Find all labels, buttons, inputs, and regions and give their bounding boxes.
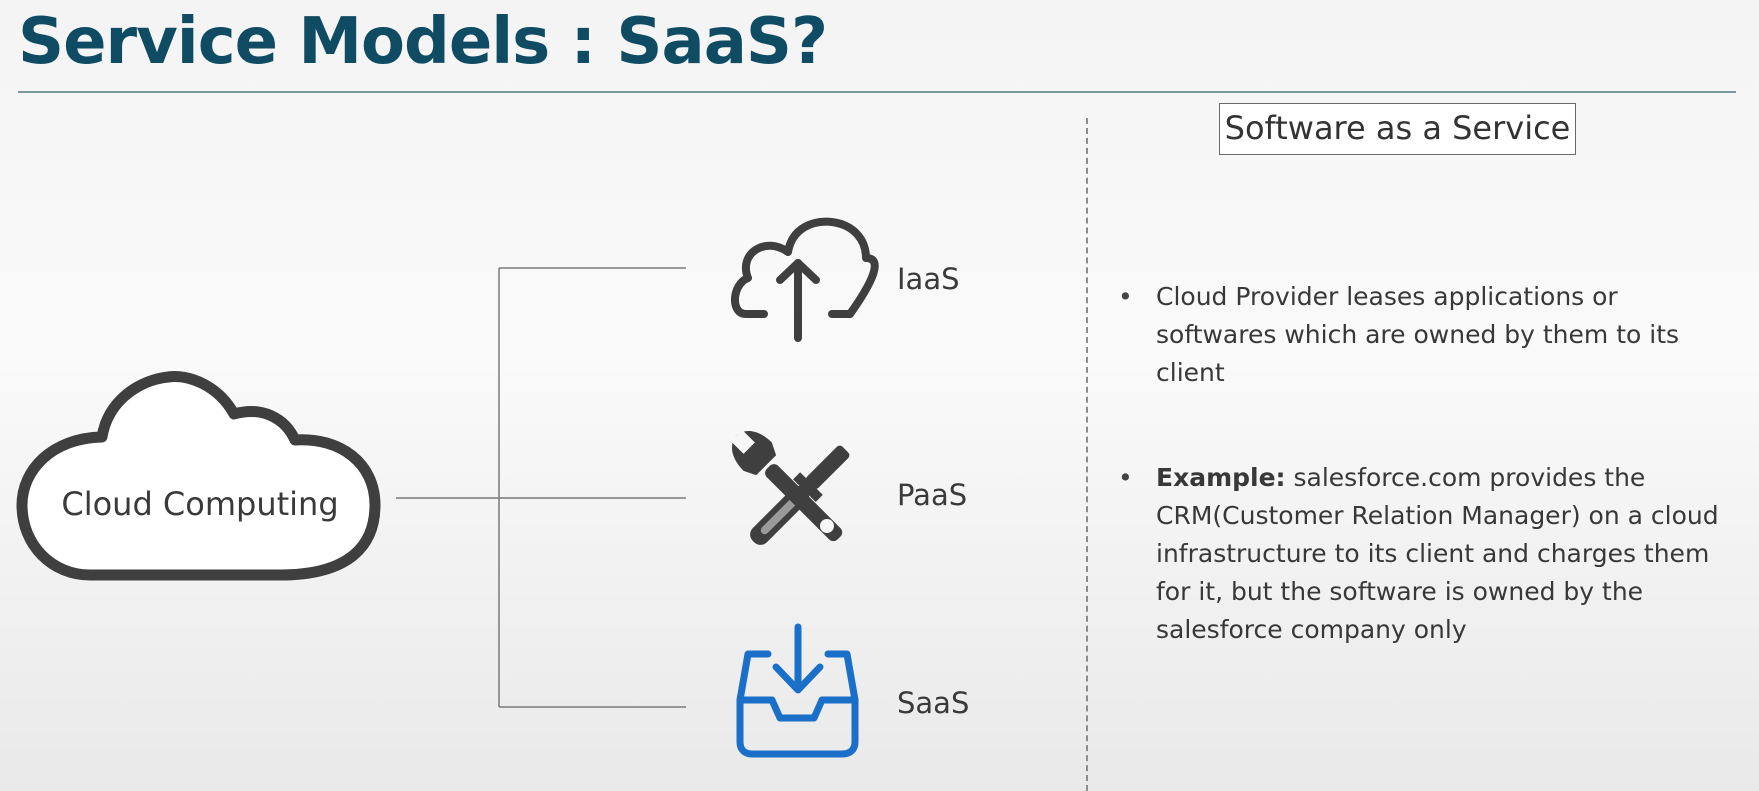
model-label-paas: PaaS <box>897 478 968 512</box>
model-label-iaas: IaaS <box>897 262 960 296</box>
bullet-text: salesforce.com provides the CRM(Customer… <box>1156 463 1719 644</box>
panel-heading: Software as a Service <box>1219 103 1576 155</box>
inbox-download-icon <box>736 623 859 758</box>
diagram-canvas <box>16 217 879 758</box>
cloud-upload-icon <box>731 217 879 342</box>
panel-divider <box>1086 118 1088 791</box>
connector-lines <box>396 267 686 708</box>
bullet-item: Cloud Provider leases applications or so… <box>1116 278 1726 392</box>
cloud-outline-icon <box>16 371 381 581</box>
cloud-computing-label: Cloud Computing <box>61 485 339 523</box>
title-underline <box>18 91 1736 93</box>
bullet-lead: Example: <box>1156 463 1286 492</box>
tools-wrench-screwdriver-icon <box>730 429 850 545</box>
bullet-text: Cloud Provider leases applications or so… <box>1156 282 1680 387</box>
slide-title: Service Models : SaaS? <box>18 5 828 79</box>
panel-bullet-list: Cloud Provider leases applications or so… <box>1116 278 1726 649</box>
model-label-saas: SaaS <box>897 686 970 720</box>
bullet-item: Example: salesforce.com provides the CRM… <box>1116 459 1726 649</box>
